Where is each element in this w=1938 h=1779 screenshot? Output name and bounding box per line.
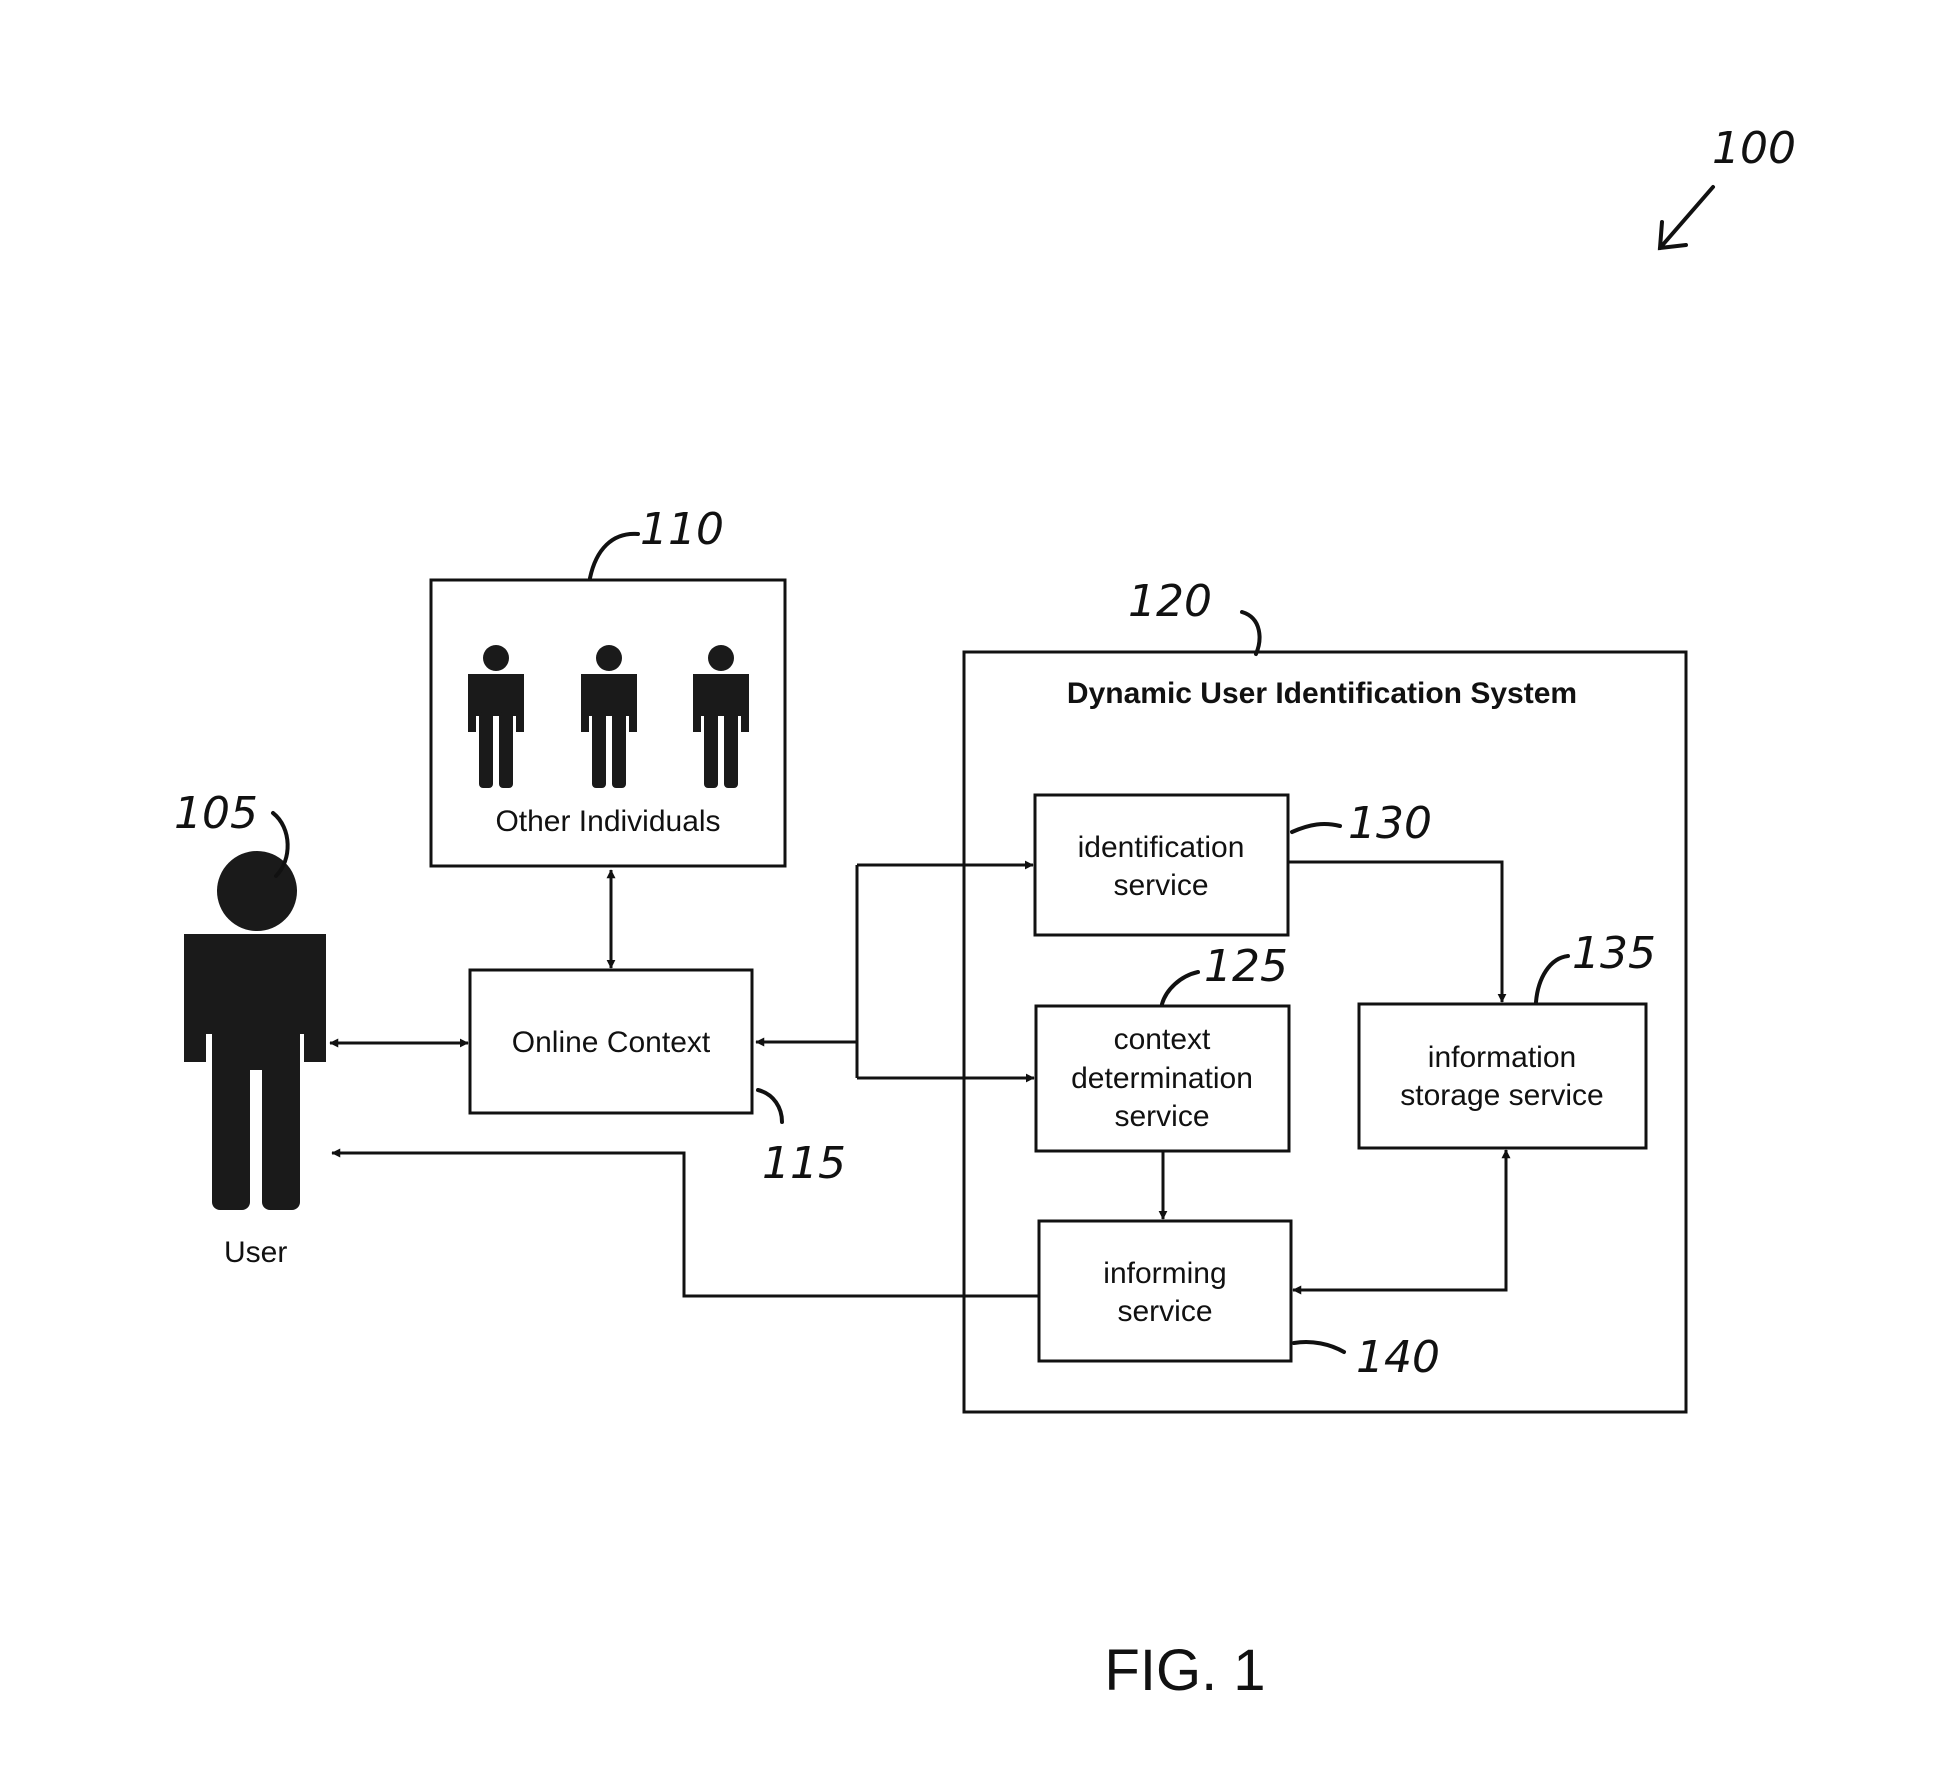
- ref-system: 120: [1128, 576, 1212, 627]
- ref-user: 105: [174, 788, 258, 839]
- figure-label: FIG. 1: [1104, 1638, 1265, 1703]
- user-label: User: [224, 1236, 287, 1269]
- identification-service-box: [1035, 795, 1288, 935]
- online-context-label: Online Context: [512, 1026, 711, 1059]
- identification-service-label-line1: identification: [1078, 831, 1245, 864]
- ref-identification-service: 130: [1348, 798, 1432, 849]
- ref-storage-service: 135: [1572, 928, 1656, 979]
- context-service-label-line2: determination: [1071, 1062, 1253, 1095]
- ref-online-context-leader: [758, 1090, 782, 1122]
- informing-service-label-line2: service: [1117, 1295, 1212, 1328]
- arrow-informing-to-user: [332, 1153, 1039, 1296]
- informing-service-box: [1039, 1221, 1291, 1361]
- ref-other-individuals: 110: [640, 504, 724, 555]
- ref-online-context: 115: [762, 1138, 846, 1189]
- ref-context-service: 125: [1204, 941, 1288, 992]
- identification-service-label-line2: service: [1113, 869, 1208, 902]
- context-service-label-line1: context: [1114, 1023, 1211, 1056]
- ref-main-figure: 100: [1712, 123, 1796, 174]
- ref-main-pointer: [1660, 187, 1713, 248]
- storage-service-label-line1: information: [1428, 1041, 1576, 1074]
- user-person-icon: [184, 851, 326, 1210]
- context-service-label-line3: service: [1114, 1100, 1209, 1133]
- other-individuals-label: Other Individuals: [495, 805, 720, 838]
- ref-informing-service: 140: [1356, 1332, 1440, 1383]
- information-storage-service-box: [1359, 1004, 1646, 1148]
- system-title: Dynamic User Identification System: [1067, 677, 1577, 710]
- informing-service-label-line1: informing: [1103, 1257, 1226, 1290]
- ref-system-leader: [1242, 612, 1259, 654]
- ref-other-individuals-leader: [590, 534, 638, 578]
- storage-service-label-line2: storage service: [1400, 1079, 1603, 1112]
